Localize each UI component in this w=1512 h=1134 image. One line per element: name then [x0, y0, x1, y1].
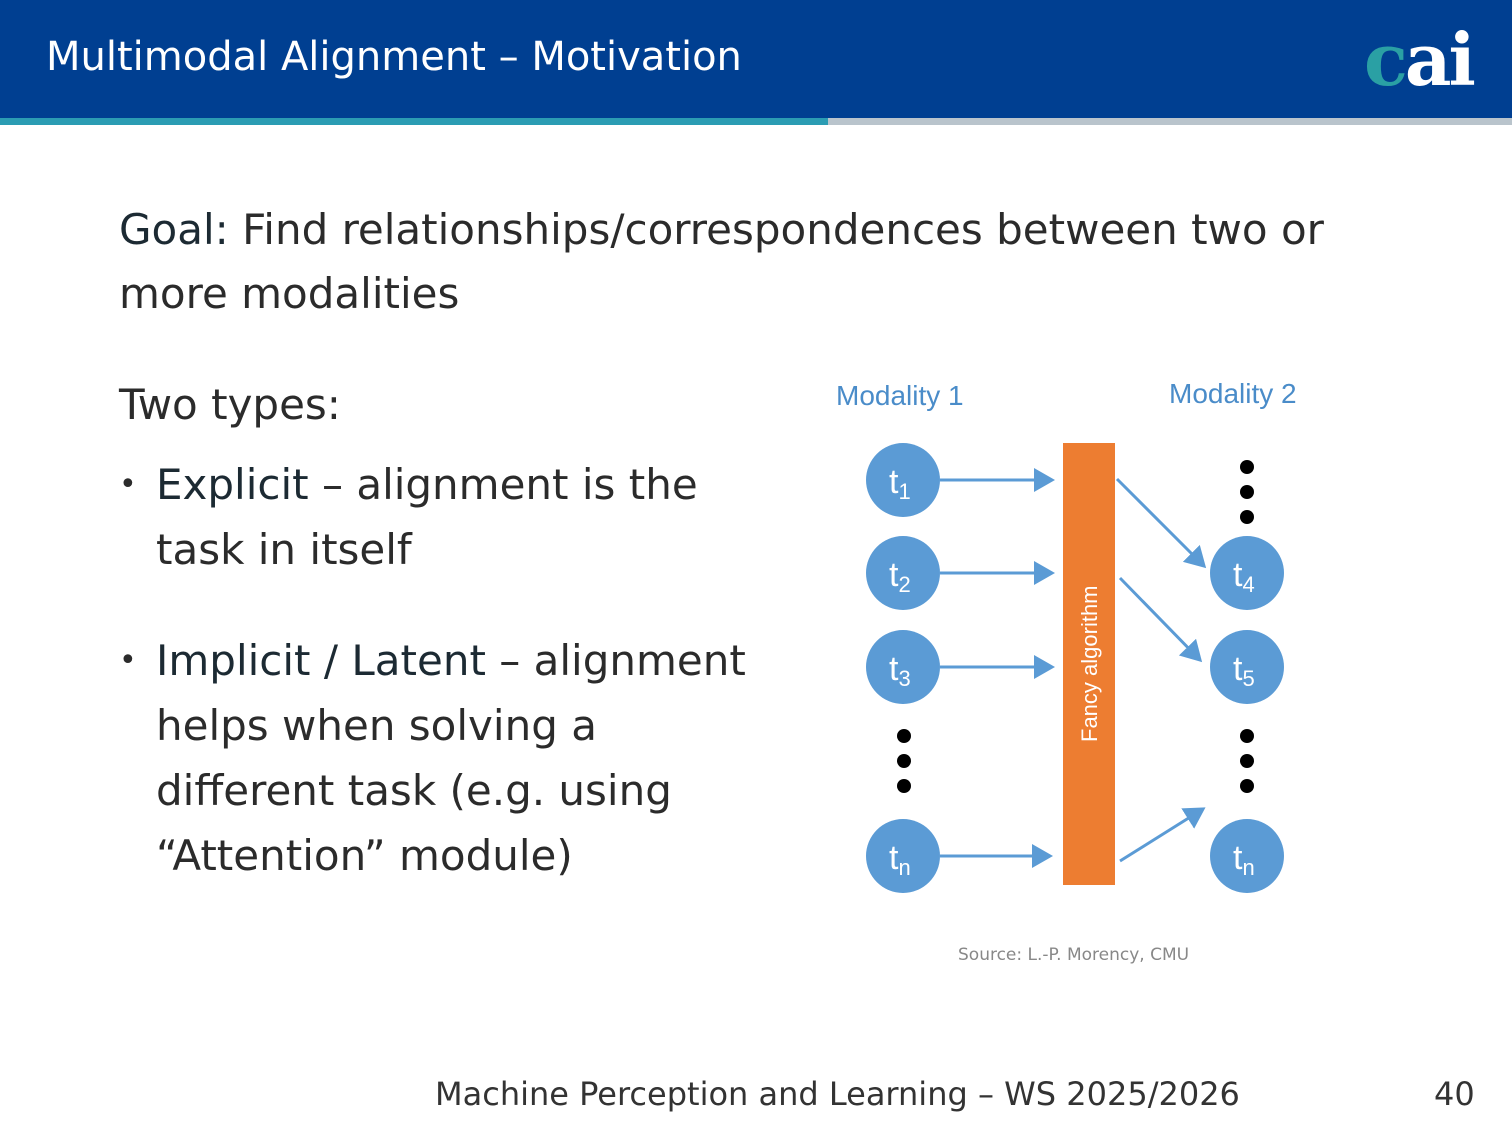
- header-stripe-grey: [828, 118, 1512, 125]
- modality-2-label: Modality 2: [1169, 378, 1297, 409]
- goal-label: Goal:: [119, 205, 229, 254]
- node-left-3: t3: [866, 630, 940, 704]
- node-right-4: t4: [1210, 536, 1284, 610]
- arrows: [940, 468, 1207, 868]
- types-heading: Two types:: [119, 380, 341, 429]
- node-right-5: t5: [1210, 630, 1284, 704]
- node-left-1: t1: [866, 443, 940, 517]
- svg-text:t2: t2: [889, 556, 911, 597]
- modality-1-label: Modality 1: [836, 380, 964, 411]
- node-right-n: tn: [1210, 819, 1284, 893]
- svg-text:t4: t4: [1233, 556, 1255, 597]
- bullet-keyword: Explicit: [156, 460, 309, 509]
- arrow: [1118, 576, 1203, 663]
- fancy-algorithm-bar: [1063, 443, 1115, 885]
- svg-text:t5: t5: [1233, 650, 1255, 691]
- page-number: 40: [1434, 1075, 1475, 1113]
- svg-text:t1: t1: [889, 463, 911, 504]
- bullet-text: – alignment helps when solving a differe…: [156, 636, 746, 880]
- footer-course: Machine Perception and Learning – WS 202…: [435, 1075, 1240, 1113]
- slide-header: Multimodal Alignment – Motivation cai: [0, 0, 1512, 118]
- arrow: [1115, 477, 1207, 569]
- svg-text:t3: t3: [889, 650, 911, 691]
- bullet-text: – alignment is the task in itself: [156, 460, 698, 574]
- bullet-dot: •: [119, 467, 137, 502]
- bullet-keyword: Implicit / Latent: [156, 636, 486, 685]
- svg-text:tn: tn: [889, 839, 911, 880]
- bullet-explicit: • Explicit – alignment is the task in it…: [119, 452, 779, 582]
- arrow: [1119, 807, 1206, 863]
- bullet-dot: •: [119, 643, 137, 678]
- ellipsis-dots: [897, 460, 1254, 793]
- fancy-algorithm-label: Fancy algorithm: [1077, 585, 1102, 742]
- svg-text:tn: tn: [1233, 839, 1255, 880]
- image-source: Source: L.-P. Morency, CMU: [958, 945, 1190, 965]
- goal-statement: Goal: Find relationships/correspondences…: [119, 198, 1369, 326]
- node-left-n: tn: [866, 819, 940, 893]
- cai-logo: cai: [1364, 17, 1476, 102]
- header-stripe-accent: [0, 118, 828, 125]
- bullet-implicit: • Implicit / Latent – alignment helps wh…: [119, 628, 779, 888]
- node-left-2: t2: [866, 536, 940, 610]
- goal-text: Find relationships/correspondences betwe…: [119, 205, 1324, 318]
- slide-title: Multimodal Alignment – Motivation: [46, 34, 742, 80]
